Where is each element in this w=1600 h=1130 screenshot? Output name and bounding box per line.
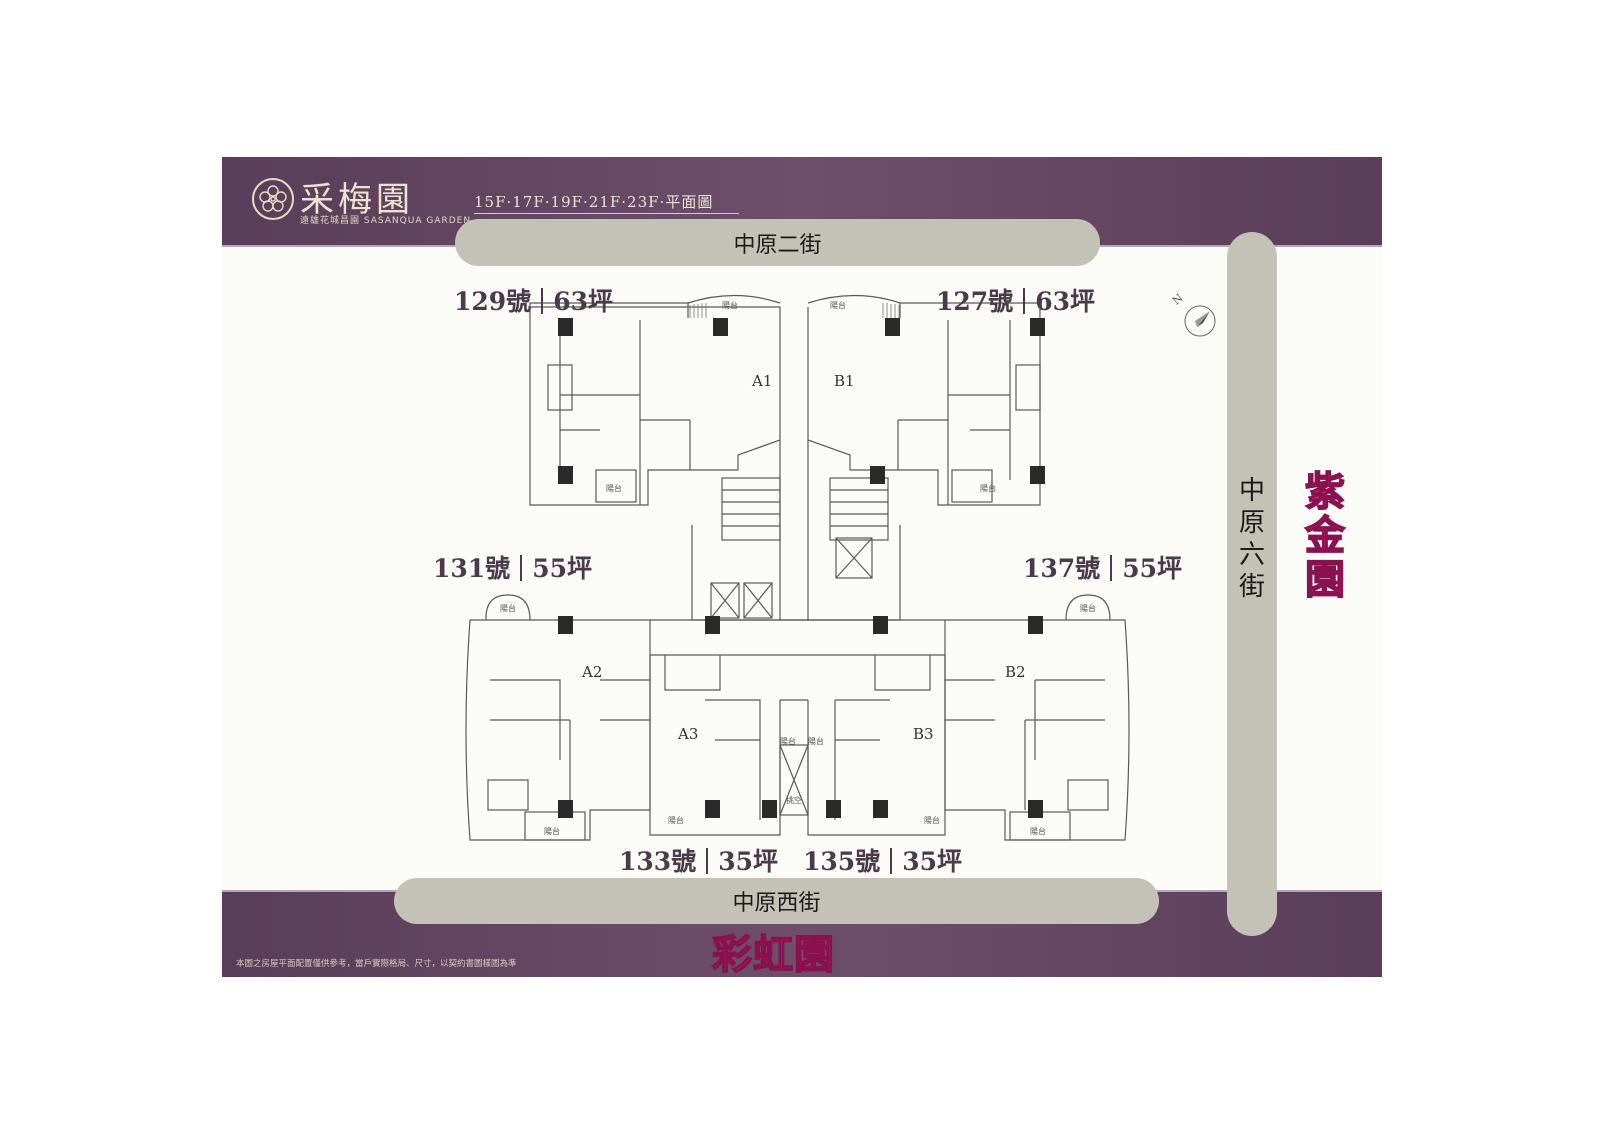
unit-number: 135號 xyxy=(803,847,881,876)
unit-label-131: 131號 55坪 xyxy=(433,549,592,585)
floors-title: 15F·17F·19F·21F·23F·平面圖 xyxy=(474,193,714,211)
balcony-label: 陽台 xyxy=(606,484,622,493)
brand-name: 采梅園 xyxy=(300,180,414,220)
neighbor-bottom: 彩虹園 xyxy=(711,931,835,979)
void-label: 挑空 xyxy=(786,796,802,805)
room-code-a1: A1 xyxy=(752,372,773,390)
unit-size: 35坪 xyxy=(902,847,962,876)
unit-size: 35坪 xyxy=(718,847,778,876)
balcony-label: 陽台 xyxy=(924,816,940,825)
neighbor-right-char: 園 xyxy=(1304,557,1346,603)
unit-separator xyxy=(890,848,893,874)
balcony-label: 陽台 xyxy=(722,301,738,310)
north-compass-icon: N xyxy=(1170,291,1223,347)
street-right-char: 街 xyxy=(1238,572,1265,602)
street-bottom: 中原西街 xyxy=(394,878,1159,924)
balcony-label: 陽台 xyxy=(808,737,824,746)
balcony-label: 陽台 xyxy=(668,816,684,825)
plum-blossom-logo-icon xyxy=(252,178,294,220)
unit-separator xyxy=(520,555,523,581)
brand-subtitle: 遠雄花城昌園 SASANQUA GARDEN xyxy=(300,216,472,226)
street-right-char: 原 xyxy=(1238,508,1265,538)
room-code-a2: A2 xyxy=(582,663,603,681)
neighbor-right: 紫 金 園 xyxy=(1302,469,1348,603)
street-right: 中 原 六 街 xyxy=(1227,232,1277,936)
floors-underline xyxy=(474,213,739,214)
unit-label-129: 129號 63坪 xyxy=(454,282,613,318)
neighbor-right-char: 金 xyxy=(1304,513,1346,559)
room-code-a3: A3 xyxy=(678,725,699,743)
unit-separator xyxy=(1110,555,1113,581)
floor-plan-sheet xyxy=(222,157,1382,977)
unit-label-137: 137號 55坪 xyxy=(1023,549,1182,585)
unit-separator xyxy=(541,288,544,314)
balcony-label: 陽台 xyxy=(1030,827,1046,836)
balcony-label: 陽台 xyxy=(980,484,996,493)
unit-label-133: 133號 35坪 xyxy=(619,842,778,878)
street-right-char: 中 xyxy=(1238,476,1265,506)
balcony-label: 陽台 xyxy=(500,604,516,613)
unit-size: 55坪 xyxy=(532,554,592,583)
unit-number: 131號 xyxy=(433,554,511,583)
unit-size: 55坪 xyxy=(1122,554,1182,583)
unit-label-127: 127號 63坪 xyxy=(936,282,1095,318)
balcony-label: 陽台 xyxy=(780,737,796,746)
neighbor-right-char: 紫 xyxy=(1304,469,1346,515)
disclaimer: 本圖之房屋平面配置僅供參考，當戶實際格局、尺寸，以契約書圖樣圖為準 xyxy=(236,959,517,969)
street-top: 中原二街 xyxy=(455,219,1100,266)
unit-number: 133號 xyxy=(619,847,697,876)
unit-separator xyxy=(1023,288,1026,314)
balcony-label: 陽台 xyxy=(830,301,846,310)
unit-number: 137號 xyxy=(1023,554,1101,583)
unit-number: 129號 xyxy=(454,287,532,316)
unit-size: 63坪 xyxy=(553,287,613,316)
unit-separator xyxy=(706,848,709,874)
unit-label-135: 135號 35坪 xyxy=(803,842,962,878)
balcony-label: 陽台 xyxy=(544,827,560,836)
unit-number: 127號 xyxy=(936,287,1014,316)
street-right-char: 六 xyxy=(1238,540,1265,570)
unit-size: 63坪 xyxy=(1035,287,1095,316)
room-code-b2: B2 xyxy=(1005,663,1026,681)
room-code-b1: B1 xyxy=(834,372,855,390)
balcony-label: 陽台 xyxy=(1080,604,1096,613)
room-code-b3: B3 xyxy=(913,725,934,743)
